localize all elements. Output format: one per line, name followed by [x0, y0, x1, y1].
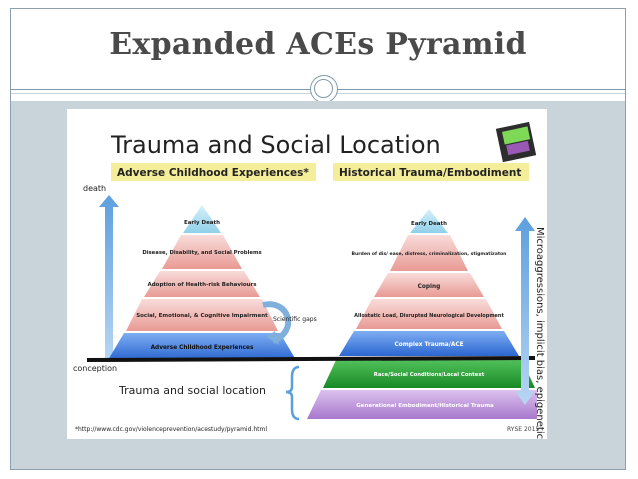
figure-heading: Trauma and Social Location: [110, 131, 441, 159]
right-tier-allostatic: [356, 299, 502, 329]
footnote: *http://www.cdc.gov/violenceprevention/a…: [75, 426, 267, 433]
pyramid-diagram: Trauma and Social Location Adverse Child…: [73, 121, 545, 444]
bottom-label: Trauma and social location: [118, 384, 266, 397]
slide: Expanded ACEs Pyramid Trauma and Social …: [10, 8, 626, 470]
divider-ornament-icon: [310, 75, 338, 103]
double-arrow-icon: [515, 217, 535, 405]
left-tier-label-4: Social, Emotional, & Cognitive Impairmen…: [136, 313, 268, 319]
right-tier-race: [323, 358, 535, 388]
left-tier-impairment: [126, 299, 278, 331]
pyramid-figure: Trauma and Social Location Adverse Child…: [67, 109, 547, 444]
left-pyramid: Early Death Disease, Disability, and Soc…: [108, 205, 296, 360]
left-tier-label-1: Early Death: [184, 220, 220, 226]
right-header-band: [333, 163, 529, 181]
slide-title: Expanded ACEs Pyramid: [109, 27, 527, 62]
left-tier-early-death: [183, 205, 221, 233]
left-tier-label-3: Adoption of Health-risk Behaviours: [147, 282, 257, 288]
right-tier-label-6: Race/Social Conditions/Local Context: [374, 372, 485, 378]
right-tier-label-3: Coping: [418, 284, 441, 290]
right-tier-label-5: Complex Trauma/ACE: [394, 342, 463, 348]
right-tier-label-4: Allostatic Load, Disrupted Neurological …: [354, 313, 504, 319]
left-tier-label-2: Disease, Disability, and Social Problems: [142, 250, 261, 256]
life-course-arrow-icon: [99, 195, 119, 361]
axis-top-label: death: [83, 184, 106, 193]
right-tier-label-1: Early Death: [411, 221, 447, 227]
axis-bottom-label: conception: [73, 364, 117, 373]
left-tier-health-risk: [144, 271, 260, 297]
ryse-logo-icon: [495, 121, 537, 163]
right-header: Historical Trauma/Embodiment: [339, 167, 521, 179]
brace-icon: [285, 365, 300, 421]
left-tier-label-5: Adverse Childhood Experiences: [151, 345, 254, 351]
vertical-label: Microaggressions, implicit bias, epigene…: [534, 227, 545, 439]
right-tier-early-death: [410, 209, 448, 233]
left-header: Adverse Childhood Experiences*: [117, 167, 309, 179]
right-tier-label-2: Burden of dis/ ease, distress, criminali…: [352, 251, 507, 257]
scientific-gaps-label: Scientific gaps: [273, 316, 317, 323]
right-pyramid: Early Death Burden of dis/ ease, distres…: [307, 209, 537, 419]
left-header-band: [111, 163, 316, 181]
right-tier-complex-trauma: [339, 331, 519, 356]
left-tier-aces: [108, 333, 296, 360]
right-tier-generational: [307, 390, 537, 419]
left-tier-disease: [162, 235, 242, 269]
horizon-line: [86, 356, 536, 362]
credit: RYSE 2015: [507, 426, 539, 433]
right-tier-label-7: Generational Embodiment/Historical Traum…: [356, 403, 494, 409]
right-tier-burden: [390, 235, 468, 271]
scientific-gaps-arrow-icon: [262, 301, 292, 344]
right-tier-coping: [374, 273, 484, 297]
